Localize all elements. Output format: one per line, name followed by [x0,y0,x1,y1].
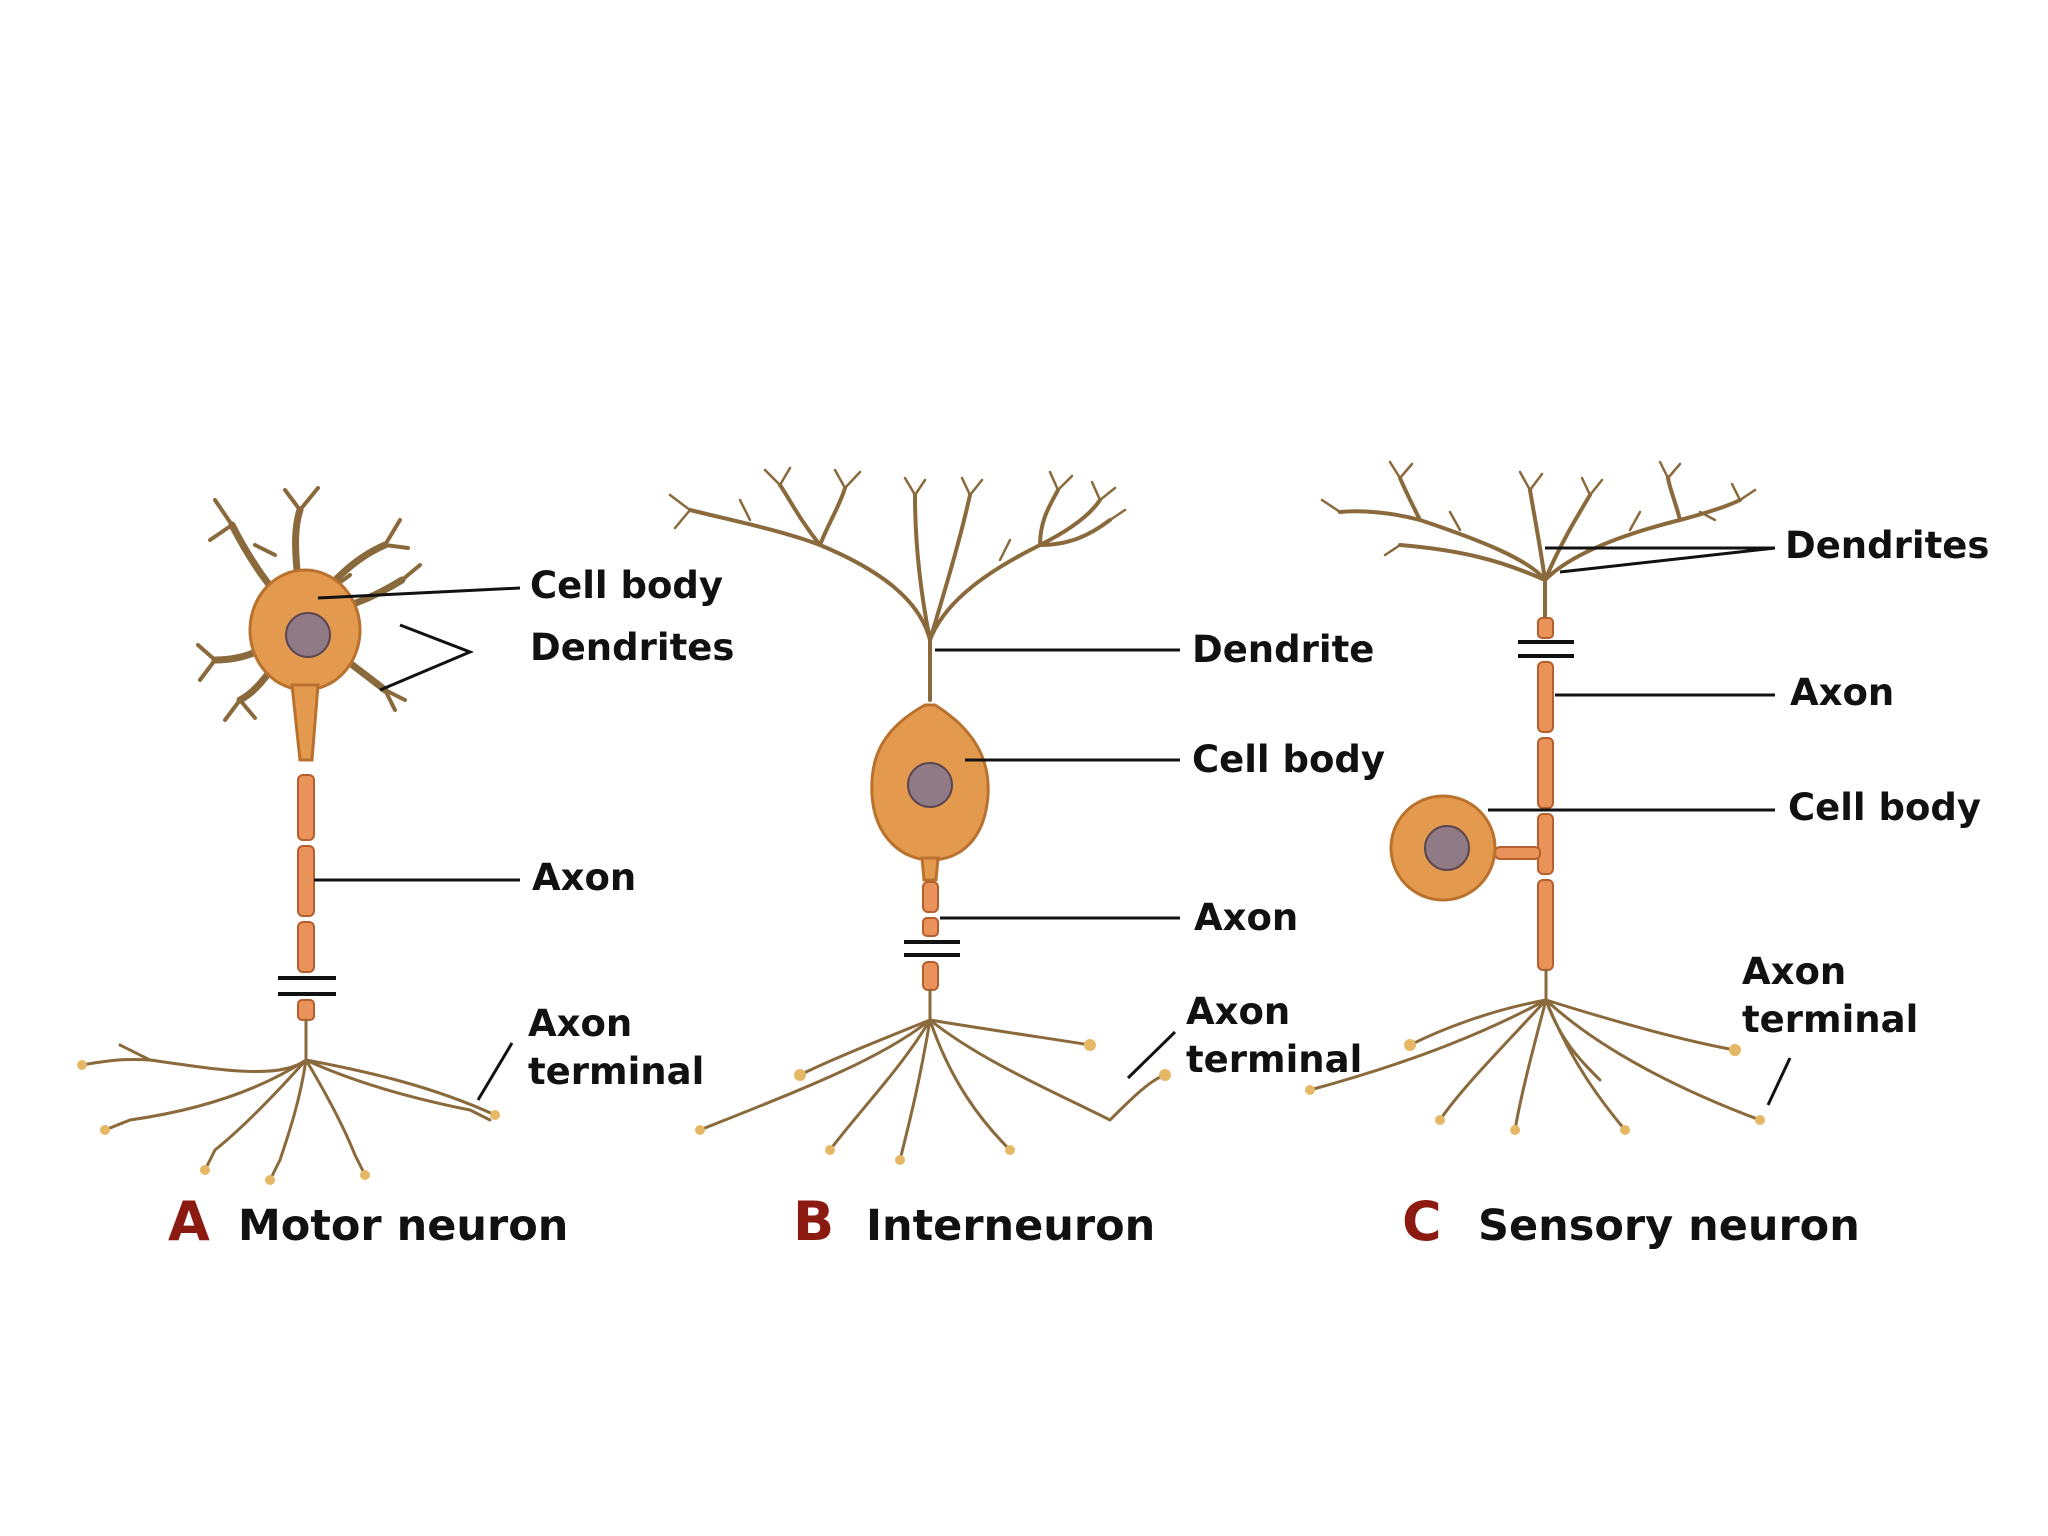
motor-nucleus [285,612,331,658]
sensory-axon [1537,617,1554,971]
sensory-dendrites [1320,460,1757,622]
motor-cell-body-leader [317,586,521,600]
interneuron-nucleus [907,762,953,808]
interneuron-axon-label: Axon [1194,896,1298,939]
panel-letter-a: A [168,1190,210,1253]
motor-axon-label: Axon [532,856,636,899]
interneuron-caption: Interneuron [866,1201,1155,1251]
panel-letter-b: B [793,1190,834,1253]
interneuron-axon-terminal-label-line2: terminal [1186,1038,1362,1081]
motor-axon-terminal-leader [476,1042,514,1101]
interneuron-axon-terminal-label-line1: Axon [1186,990,1290,1033]
sensory-cell-body-label: Cell body [1788,786,1981,829]
panel-letter-c: C [1402,1190,1442,1253]
sensory-stalk [1494,846,1541,860]
motor-axon-hillock [290,683,320,762]
sensory-dendrites-leader-2 [1559,546,1776,574]
panel-sensory-neuron: Dendrites Axon Cell body Axon terminal C… [1305,460,1989,1253]
interneuron-axon-hillock [920,856,940,882]
motor-axon [297,774,315,1021]
sensory-neuron-caption: Sensory neuron [1478,1201,1860,1251]
interneuron-axon-terminal-leader [1126,1030,1177,1080]
motor-dendrites-leader [379,623,475,692]
interneuron-dendrite-label: Dendrite [1192,628,1374,671]
interneuron-dendrites [668,466,1127,702]
interneuron-axon-terminal [695,988,1171,1165]
panel-motor-neuron: Cell body Dendrites Axon Axon terminal A… [77,486,734,1253]
motor-cell-body-label: Cell body [530,564,723,607]
motor-axon-terminal [77,1018,500,1185]
sensory-axon-terminal-label-line2: terminal [1742,998,1918,1041]
sensory-axon-label: Axon [1790,671,1894,714]
motor-neuron-caption: Motor neuron [238,1201,568,1251]
sensory-axon-terminal-leader [1766,1057,1792,1106]
motor-axon-terminal-label-line2: terminal [528,1050,704,1093]
sensory-dendrites-label: Dendrites [1785,524,1989,567]
panel-interneuron: Dendrite Cell body Axon Axon terminal B … [668,466,1385,1253]
sensory-axon-terminal [1305,968,1765,1135]
sensory-nucleus [1424,825,1470,871]
motor-axon-terminal-label-line1: Axon [528,1002,632,1045]
motor-dendrites-label: Dendrites [530,626,734,669]
interneuron-axon [922,881,939,991]
interneuron-cell-body-label: Cell body [1192,738,1385,781]
sensory-axon-terminal-label-line1: Axon [1742,950,1846,993]
